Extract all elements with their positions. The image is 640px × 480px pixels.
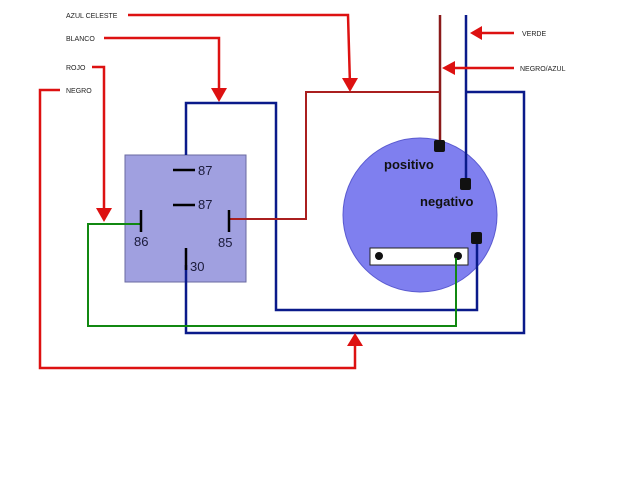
relay-label-86: 86 xyxy=(134,234,148,249)
arrowhead-verde xyxy=(470,26,482,40)
blue-wire-negro-azul xyxy=(184,90,526,335)
arrow-negro xyxy=(38,88,357,370)
relay-label-85: 85 xyxy=(218,235,232,250)
arrow-blanco xyxy=(104,36,221,95)
motor-label-negativo: negativo xyxy=(420,194,474,209)
arrow-rojo xyxy=(92,65,106,215)
label-verde: VERDE xyxy=(522,31,546,38)
terminal-strip xyxy=(369,247,469,266)
arrowhead-negro-azul xyxy=(442,61,455,75)
relay-label-87-top: 87 xyxy=(198,163,212,178)
arrowhead-blanco xyxy=(211,88,227,102)
green-wire-86 xyxy=(87,223,457,327)
arrowhead-negro xyxy=(347,333,363,346)
blue-wire-87-loop xyxy=(184,101,479,312)
terminal-side xyxy=(471,232,482,244)
relay-label-30: 30 xyxy=(190,259,204,274)
terminal-negativo xyxy=(460,178,471,190)
arrowhead-azul-celeste xyxy=(342,78,358,92)
motor-label-positivo: positivo xyxy=(384,157,434,172)
label-rojo: ROJO xyxy=(66,65,86,72)
label-negro-azul: NEGRO/AZUL xyxy=(520,66,566,73)
arrowhead-rojo xyxy=(96,208,112,222)
red-wire-85 xyxy=(230,91,440,220)
terminal-positivo xyxy=(434,140,445,152)
label-blanco: BLANCO xyxy=(66,36,95,43)
label-azul-celeste: AZUL CELESTE xyxy=(66,13,118,20)
label-negro: NEGRO xyxy=(66,88,92,95)
arrow-azul-celeste xyxy=(128,13,352,86)
terminal-screw-left xyxy=(375,252,383,260)
relay-label-87-mid: 87 xyxy=(198,197,212,212)
